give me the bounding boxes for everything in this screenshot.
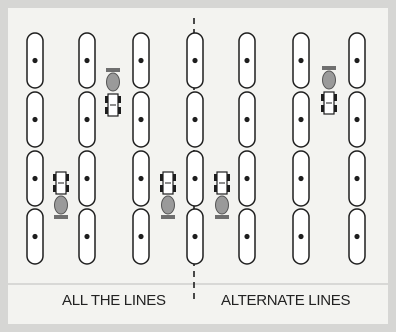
crop-bed <box>186 91 204 148</box>
crop-bed <box>292 91 310 148</box>
crop-bed <box>26 150 44 207</box>
crop-bed <box>348 208 366 265</box>
tractor-icon <box>105 68 121 117</box>
crop-bed <box>132 32 150 89</box>
crop-bed <box>186 150 204 207</box>
crop-bed <box>292 32 310 89</box>
crop-bed <box>186 208 204 265</box>
crop-bed <box>348 91 366 148</box>
tractor-icon <box>53 171 69 219</box>
tractor-icon <box>214 171 230 219</box>
tractor-icon <box>321 66 337 115</box>
crop-bed <box>132 91 150 148</box>
label-alternate-lines: ALTERNATE LINES <box>221 292 351 309</box>
crop-bed <box>26 32 44 89</box>
crop-bed <box>26 91 44 148</box>
crop-bed <box>348 32 366 89</box>
crop-bed <box>238 208 256 265</box>
tractor-icon <box>160 171 176 219</box>
crop-bed <box>292 150 310 207</box>
crop-bed <box>238 32 256 89</box>
crop-bed <box>132 150 150 207</box>
crop-bed <box>238 91 256 148</box>
label-all-the-lines: ALL THE LINES <box>62 292 166 309</box>
crop-bed <box>78 150 96 207</box>
crop-bed <box>132 208 150 265</box>
crop-bed <box>26 208 44 265</box>
crop-bed <box>78 32 96 89</box>
crop-bed <box>348 150 366 207</box>
crop-bed <box>186 32 204 89</box>
crop-bed <box>78 208 96 265</box>
crop-bed <box>292 208 310 265</box>
crop-bed <box>78 91 96 148</box>
crop-bed <box>238 150 256 207</box>
